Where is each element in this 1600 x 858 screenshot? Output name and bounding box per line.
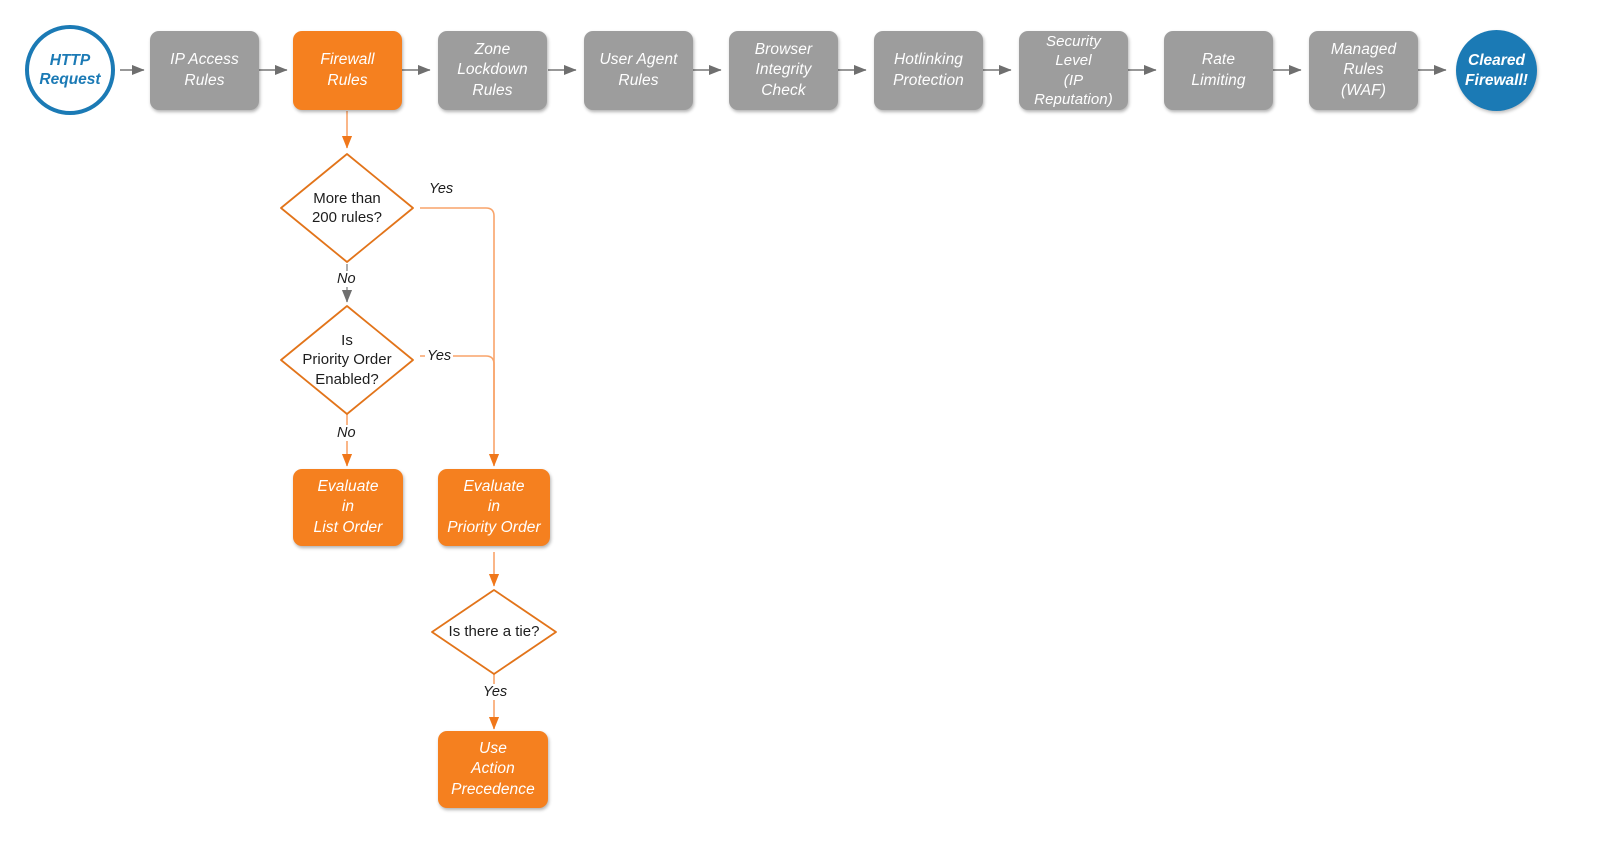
node-rate-limiting[interactable]: Rate Limiting — [1164, 31, 1273, 110]
edge-label-rules-no: No — [335, 271, 358, 287]
node-browser-integrity-check-label: Browser Integrity Check — [754, 41, 813, 99]
decision-more-than-200-rules-label: More than 200 rules? — [311, 189, 383, 227]
node-hotlinking-protection-label: Hotlinking Protection — [893, 51, 964, 89]
node-evaluate-priority-order[interactable]: Evaluate in Priority Order — [438, 469, 550, 546]
node-zone-lockdown-rules[interactable]: Zone Lockdown Rules — [438, 31, 547, 110]
node-evaluate-list-order[interactable]: Evaluate in List Order — [293, 469, 403, 546]
node-rate-limiting-label: Rate Limiting — [1191, 51, 1246, 89]
decision-priority-order-enabled[interactable]: Is Priority Order Enabled? — [279, 304, 415, 416]
node-http-request-label: HTTP Request — [39, 51, 101, 88]
node-use-action-precedence[interactable]: Use Action Precedence — [438, 731, 548, 808]
node-firewall-rules-label: Firewall Rules — [320, 51, 375, 89]
edge-label-priority-yes: Yes — [425, 348, 454, 364]
node-firewall-rules[interactable]: Firewall Rules — [293, 31, 402, 110]
diamond-shape-priority-order-enabled — [280, 305, 414, 415]
edge-decision2-yes-to-priority — [420, 355, 495, 420]
edge-label-rules-yes: Yes — [427, 181, 456, 197]
node-managed-rules-waf[interactable]: Managed Rules (WAF) — [1309, 31, 1418, 110]
decision-is-there-a-tie[interactable]: Is there a tie? — [430, 588, 558, 676]
node-cleared-firewall-label: Cleared Firewall! — [1465, 52, 1528, 89]
edge-label-priority-no: No — [335, 425, 358, 441]
node-security-level-label: Security Level (IP Reputation) — [1034, 32, 1113, 109]
edge-label-tie-yes: Yes — [481, 684, 510, 700]
node-evaluate-list-order-label: Evaluate in List Order — [313, 478, 383, 536]
diamond-shape-is-there-a-tie — [431, 589, 557, 675]
node-cleared-firewall[interactable]: Cleared Firewall! — [1456, 30, 1537, 111]
node-evaluate-priority-order-label: Evaluate in Priority Order — [447, 478, 541, 536]
node-zone-lockdown-rules-label: Zone Lockdown Rules — [457, 41, 528, 99]
node-http-request[interactable]: HTTP Request — [25, 25, 115, 115]
node-security-level[interactable]: Security Level (IP Reputation) — [1019, 31, 1128, 110]
decision-priority-order-enabled-label: Is Priority Order Enabled? — [302, 331, 392, 388]
node-managed-rules-waf-label: Managed Rules (WAF) — [1330, 41, 1397, 99]
node-hotlinking-protection[interactable]: Hotlinking Protection — [874, 31, 983, 110]
edge-decision1-yes-to-priority — [420, 207, 500, 467]
diamond-shape-more-than-200-rules — [280, 153, 414, 263]
node-user-agent-rules[interactable]: User Agent Rules — [584, 31, 693, 110]
node-ip-access-rules-label: IP Access Rules — [170, 51, 239, 89]
node-use-action-precedence-label: Use Action Precedence — [451, 740, 535, 798]
decision-more-than-200-rules[interactable]: More than 200 rules? — [279, 152, 415, 264]
decision-is-there-a-tie-label: Is there a tie? — [448, 623, 540, 641]
node-browser-integrity-check[interactable]: Browser Integrity Check — [729, 31, 838, 110]
node-ip-access-rules[interactable]: IP Access Rules — [150, 31, 259, 110]
node-user-agent-rules-label: User Agent Rules — [599, 51, 678, 89]
